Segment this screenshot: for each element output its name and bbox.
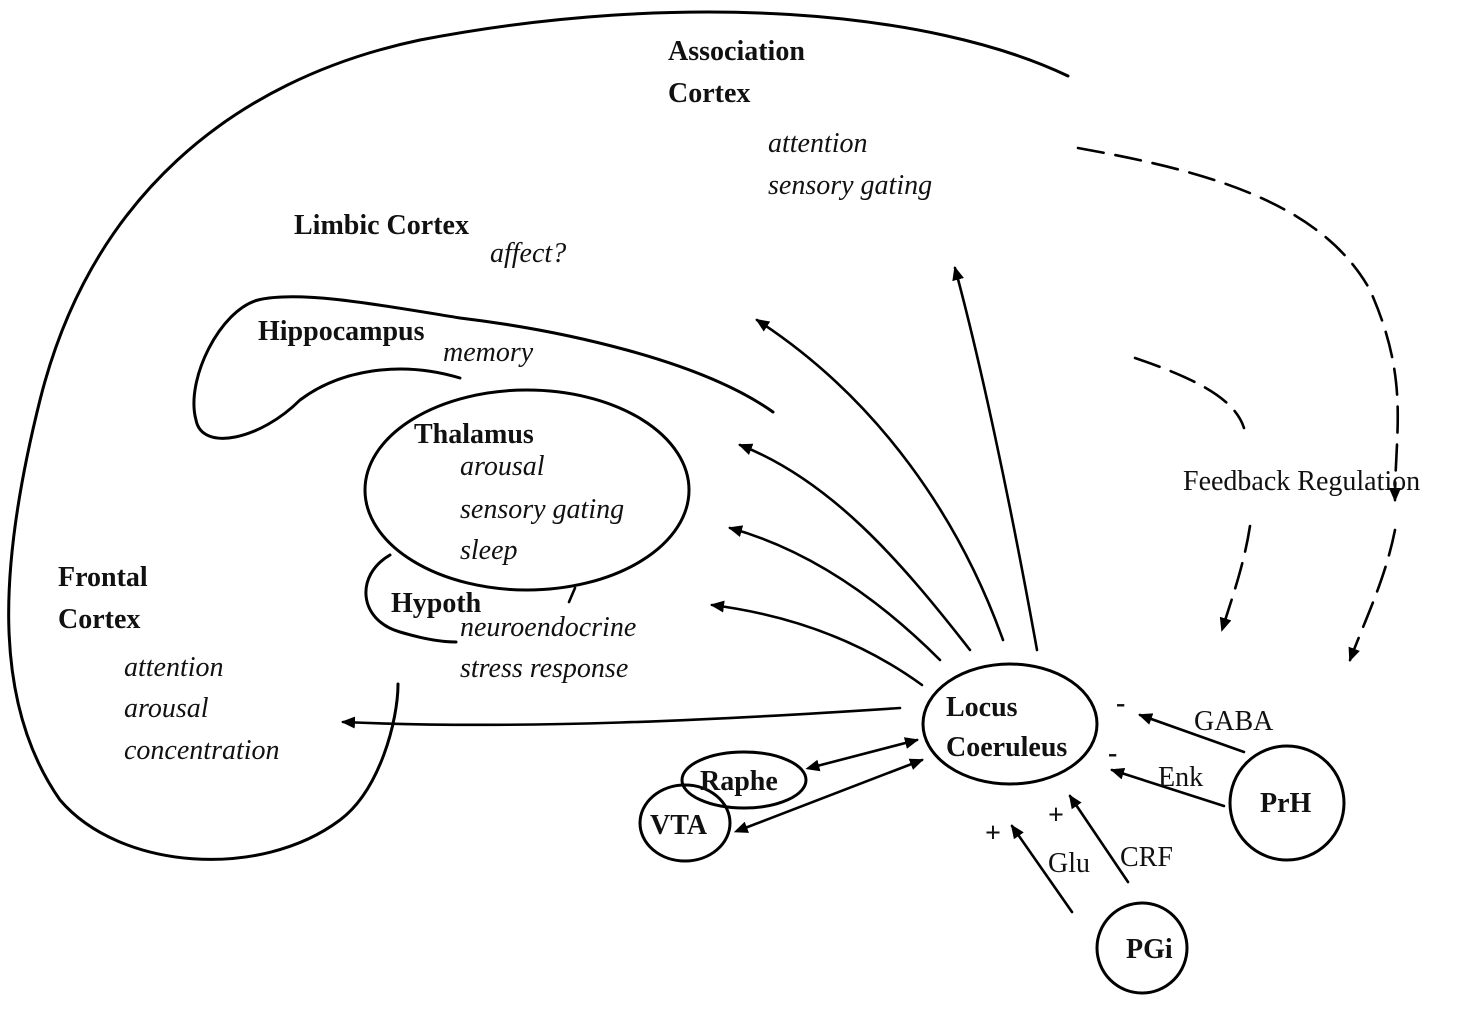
- vta-lc-link: [733, 758, 924, 833]
- thalamus-oval: [363, 388, 691, 592]
- vta-oval: [638, 783, 732, 863]
- pgi-circle: [1095, 901, 1189, 995]
- thalamus-function-1: arousal: [460, 451, 545, 482]
- raphe-lc-link: [805, 737, 919, 772]
- projection-hypothalamus: [710, 600, 924, 687]
- cortex-outline: [7, 10, 1070, 861]
- enk-sign: -: [1108, 738, 1117, 769]
- projection-frontal-cortex: [341, 706, 902, 729]
- thalamus-function-2: sensory gating: [460, 494, 624, 525]
- hypothalamus-label: Hypoth: [391, 588, 482, 619]
- hypothalamus-function-1: neuroendocrine: [460, 612, 636, 643]
- feedback-regulation-label: Feedback Regulation: [1183, 466, 1420, 497]
- projection-limbic-cortex: [755, 318, 1005, 642]
- projection-thalamus-2: [728, 525, 942, 662]
- association-cortex-function-1: attention: [768, 128, 868, 159]
- vta-label: VTA: [650, 810, 708, 841]
- frontal-cortex-label-2: Cortex: [58, 604, 140, 635]
- frontal-cortex-function-3: concentration: [124, 735, 280, 766]
- projection-association-cortex: [952, 266, 1039, 652]
- feedback-outer-path: [1076, 146, 1402, 502]
- gaba-arrow: [1138, 713, 1246, 754]
- frontal-cortex-function-1: attention: [124, 652, 224, 683]
- enk-arrow: [1110, 767, 1226, 808]
- association-cortex-function-2: sensory gating: [768, 170, 932, 201]
- pgi-label: PGi: [1126, 934, 1173, 965]
- glu-arrow: [1010, 824, 1074, 914]
- crf-sign: +: [1048, 800, 1064, 831]
- locus-coeruleus-label-1: Locus: [946, 692, 1018, 723]
- prh-circle: [1228, 744, 1346, 862]
- lc-projections: [341, 266, 1039, 729]
- prh-label: PrH: [1260, 788, 1312, 819]
- glu-sign: +: [985, 818, 1001, 849]
- hypothalamus-tick: [567, 586, 577, 604]
- raphe-label: Raphe: [700, 766, 778, 797]
- thalamus-function-3: sleep: [460, 535, 518, 566]
- hippocampus-function: memory: [443, 337, 534, 368]
- feedback-outer-path-lower: [1348, 528, 1397, 662]
- crf-arrow: [1068, 794, 1130, 884]
- locus-coeruleus-label-2: Coeruleus: [946, 732, 1067, 763]
- hypothalamus-contour: [364, 553, 458, 644]
- frontal-cortex-function-2: arousal: [124, 693, 209, 724]
- association-cortex-label-2: Cortex: [668, 78, 750, 109]
- thalamus-label: Thalamus: [414, 419, 534, 450]
- feedback-inner-path: [1133, 356, 1246, 430]
- locus-coeruleus-oval: [921, 662, 1099, 786]
- limbic-contour: [192, 295, 775, 440]
- limbic-cortex-function: affect?: [490, 238, 566, 269]
- limbic-cortex-label: Limbic Cortex: [294, 210, 469, 241]
- gaba-sign: -: [1116, 688, 1125, 719]
- frontal-cortex-label-1: Frontal: [58, 562, 148, 593]
- gaba-label: GABA: [1194, 706, 1274, 737]
- hypothalamus-function-2: stress response: [460, 653, 628, 684]
- crf-label: CRF: [1120, 842, 1173, 873]
- association-cortex-label-1: Association: [668, 36, 805, 67]
- enk-label: Enk: [1158, 762, 1203, 793]
- hippocampus-label: Hippocampus: [258, 316, 425, 347]
- projection-thalamus-1: [738, 443, 972, 652]
- glu-label: Glu: [1048, 848, 1090, 879]
- feedback-inner-path-lower: [1219, 524, 1252, 632]
